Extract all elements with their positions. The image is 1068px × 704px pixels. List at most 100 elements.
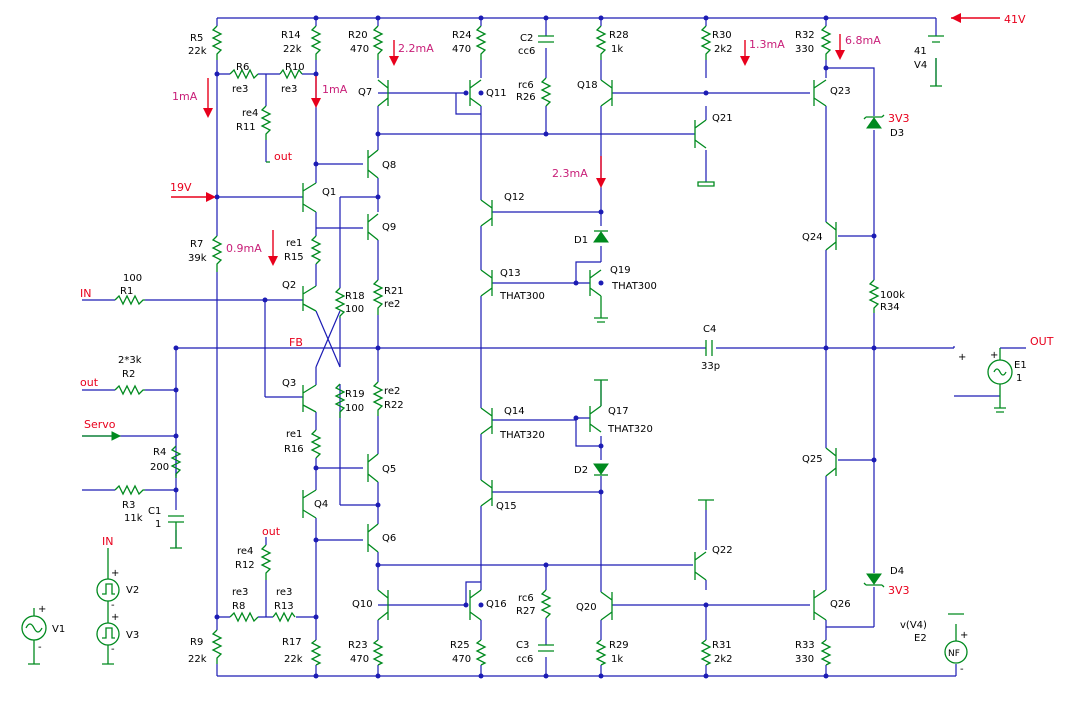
r27-label: R27: [516, 606, 536, 617]
r8-label: R8: [232, 601, 245, 612]
v2-symbol: [96, 578, 120, 602]
r25-label: R25: [450, 640, 470, 651]
r22-symbol: [372, 381, 384, 416]
q25-label: Q25: [802, 454, 823, 465]
q7-symbol: [377, 79, 389, 107]
r22-label: R22: [384, 400, 404, 411]
r18-label: R18: [345, 291, 365, 302]
q17-label: Q17: [608, 406, 629, 417]
current-label: 1.3mA: [749, 38, 785, 51]
q19-type: THAT300: [611, 281, 657, 292]
r14-value: 22k: [283, 44, 302, 55]
r24-label: R24: [452, 30, 472, 41]
r12-value: re4: [237, 546, 253, 557]
polarity-sign: +: [111, 612, 119, 623]
r23-symbol: [372, 639, 384, 666]
r13-symbol: [272, 611, 296, 623]
r6-label: R6: [236, 62, 249, 73]
q13-symbol: [480, 269, 493, 297]
r27-value: rc6: [518, 593, 534, 604]
d3-value: 3V3: [888, 112, 910, 125]
r2-label: R2: [122, 369, 135, 380]
r34-value: 100k: [880, 290, 905, 301]
q14-type: THAT320: [499, 430, 545, 441]
r32-symbol: [820, 25, 832, 60]
q1-label: Q1: [322, 187, 336, 198]
polarity-sign: +: [38, 604, 46, 615]
v4-value: 41: [914, 46, 927, 57]
r11-value: re4: [242, 108, 258, 119]
polarity-sign: -: [38, 642, 42, 653]
out-node-label: out: [262, 525, 281, 538]
q12-label: Q12: [504, 192, 525, 203]
r9-symbol: [211, 629, 223, 664]
r14-label: R14: [281, 30, 301, 41]
r32-label: R32: [795, 30, 815, 41]
r15-symbol: [310, 235, 322, 265]
r17-label: R17: [282, 637, 302, 648]
c2-label: C2: [520, 33, 533, 44]
q14-symbol: [480, 407, 493, 435]
c2-value: cc6: [518, 46, 535, 57]
e2-control: v(V4): [900, 620, 927, 631]
d2-label: D2: [574, 465, 588, 476]
q6-label: Q6: [382, 533, 396, 544]
r21-symbol: [372, 279, 384, 315]
r18-value: 100: [345, 304, 364, 315]
r28-value: 1k: [611, 44, 623, 55]
r1-symbol: [114, 294, 145, 306]
r18-symbol: [334, 287, 346, 318]
r22-value: re2: [384, 386, 400, 397]
r23-label: R23: [348, 640, 368, 651]
r25-value: 470: [452, 654, 471, 665]
e2-symbol-text: NF: [948, 649, 960, 659]
c3-value: cc6: [516, 654, 533, 665]
r2-symbol: [114, 384, 145, 396]
r21-value: re2: [384, 299, 400, 310]
r1-label: R1: [120, 286, 133, 297]
current-label: 1mA: [172, 90, 198, 103]
d3-label: D3: [890, 128, 904, 139]
r5-value: 22k: [188, 46, 207, 57]
in-source-label: IN: [102, 535, 113, 548]
r15-label: R15: [284, 252, 304, 263]
r33-label: R33: [795, 640, 815, 651]
r8-value: re3: [232, 587, 248, 598]
r30-label: R30: [712, 30, 732, 41]
v3-label: V3: [126, 630, 139, 641]
r12-label: R12: [235, 560, 255, 571]
q17-symbol: [589, 379, 608, 433]
r19-label: R19: [345, 389, 365, 400]
q6-symbol: [367, 523, 379, 553]
r9-label: R9: [190, 637, 203, 648]
r26-label: R26: [516, 92, 536, 103]
transistor-symbols: [302, 79, 837, 621]
r4-symbol: [170, 445, 182, 478]
e2-label: E2: [914, 633, 927, 644]
r6-value: re3: [232, 84, 248, 95]
r16-symbol: [310, 429, 322, 459]
r31-symbol: [700, 639, 712, 666]
d1-symbol: [593, 231, 609, 243]
d4-label: D4: [890, 566, 904, 577]
r19-symbol: [334, 383, 346, 418]
q14-label: Q14: [504, 406, 525, 417]
polarity-sign: +: [111, 568, 119, 579]
q8-label: Q8: [382, 160, 396, 171]
r20-value: 470: [350, 44, 369, 55]
diode-symbols: [593, 114, 885, 588]
polarity-sign: -: [111, 600, 115, 611]
out-node-label: out: [80, 376, 99, 389]
d1-label: D1: [574, 235, 588, 246]
c3-symbol: [538, 644, 554, 652]
q22-symbol: [694, 499, 714, 581]
polarity-sign: +: [958, 352, 966, 363]
wiring: [82, 17, 1026, 677]
q10-symbol: [377, 589, 389, 621]
r8-symbol: [229, 611, 259, 623]
ref-voltage-label: 19V: [170, 181, 192, 194]
r31-label: R31: [712, 640, 732, 651]
q23-symbol: [813, 79, 827, 107]
r29-value: 1k: [611, 654, 623, 665]
current-label: 0.9mA: [226, 242, 262, 255]
